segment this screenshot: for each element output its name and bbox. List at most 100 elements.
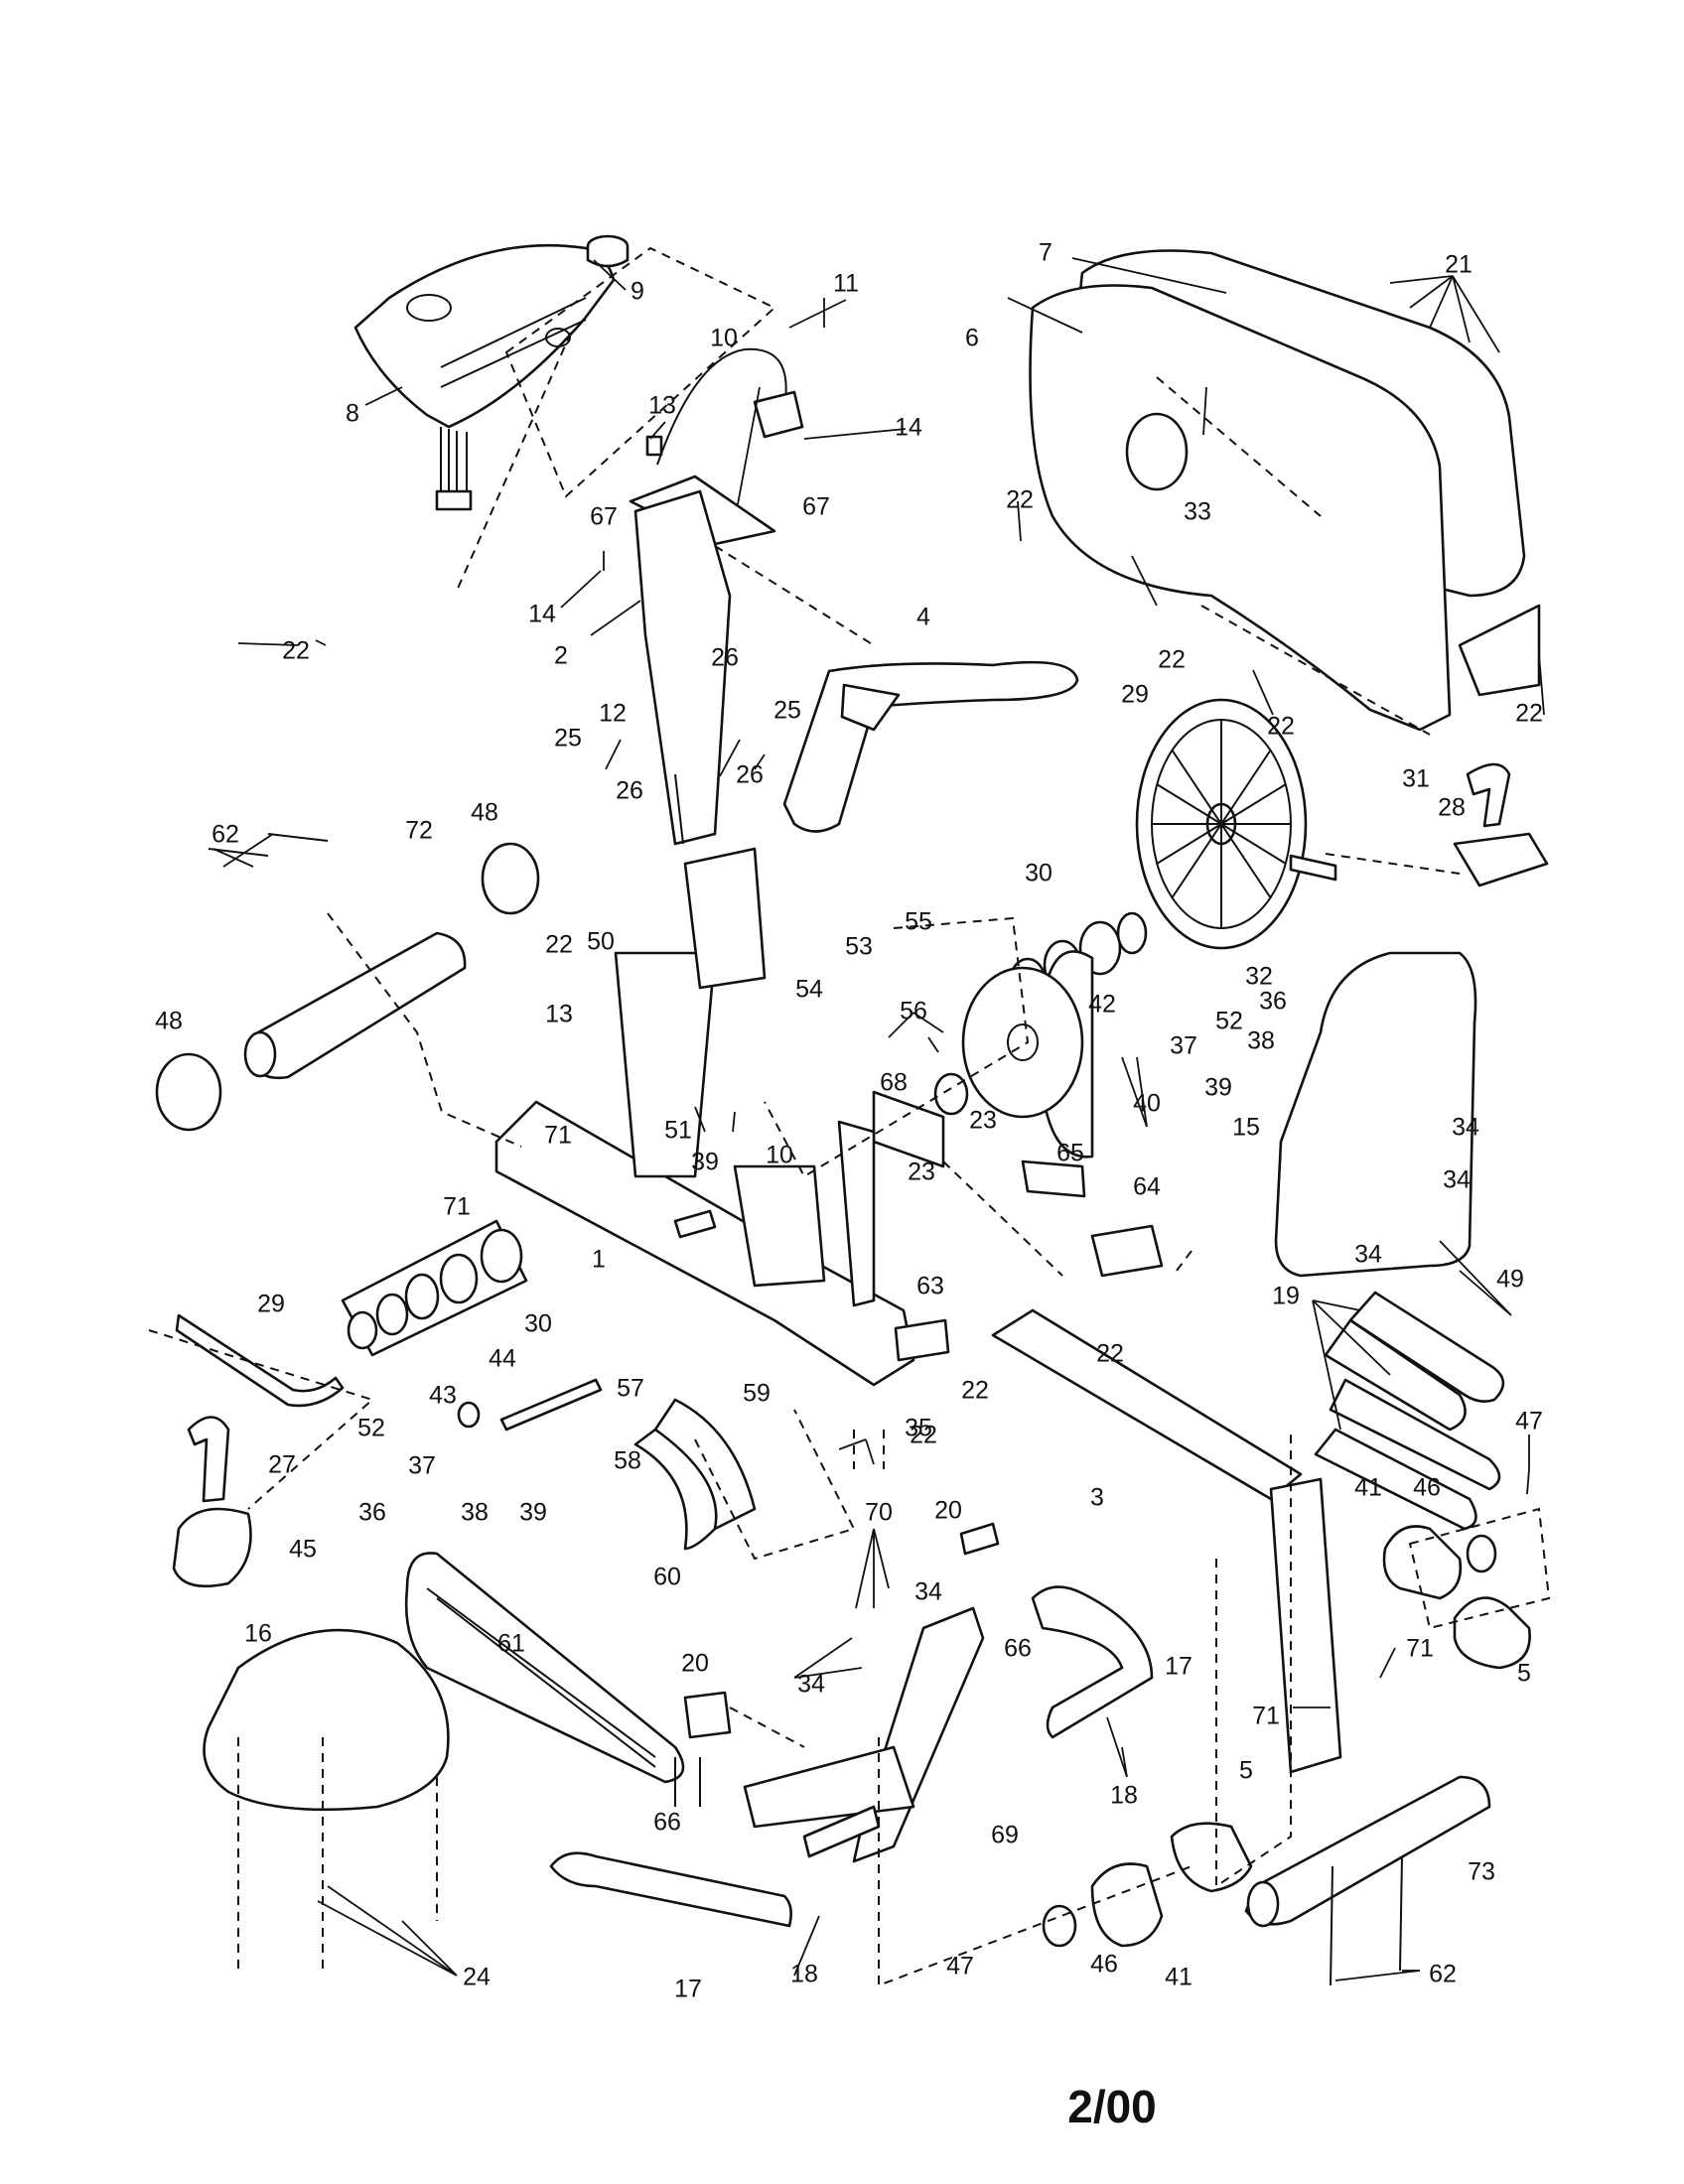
callout-22: 22 bbox=[1006, 486, 1034, 514]
callout-55: 55 bbox=[905, 908, 932, 936]
callout-26: 26 bbox=[736, 761, 764, 789]
callout-12: 12 bbox=[599, 700, 627, 728]
callout-13: 13 bbox=[648, 392, 676, 420]
callout-64: 64 bbox=[1133, 1173, 1161, 1201]
callout-44: 44 bbox=[489, 1345, 516, 1373]
callout-22: 22 bbox=[282, 637, 310, 665]
callout-10: 10 bbox=[710, 325, 738, 352]
callout-leader-lines bbox=[212, 257, 1545, 1981]
callout-49: 49 bbox=[1496, 1266, 1524, 1294]
callout-32: 32 bbox=[1245, 963, 1273, 991]
part-main-frame bbox=[494, 847, 945, 1387]
callout-34: 34 bbox=[1443, 1166, 1471, 1194]
callout-71: 71 bbox=[1406, 1635, 1434, 1663]
callout-40: 40 bbox=[1133, 1090, 1161, 1118]
callout-71: 71 bbox=[443, 1193, 471, 1221]
part-axle bbox=[499, 1378, 603, 1432]
callout-22: 22 bbox=[1158, 646, 1186, 674]
callout-35: 35 bbox=[905, 1415, 932, 1442]
callout-13: 13 bbox=[545, 1001, 573, 1028]
callout-61: 61 bbox=[497, 1630, 525, 1658]
callout-5: 5 bbox=[1239, 1757, 1253, 1785]
part-right-pedal bbox=[1453, 762, 1549, 887]
part-rear-frame bbox=[991, 1308, 1342, 1774]
callout-34: 34 bbox=[1354, 1241, 1382, 1269]
callout-25: 25 bbox=[773, 697, 801, 725]
callout-23: 23 bbox=[908, 1159, 935, 1186]
part-flywheel bbox=[1135, 698, 1337, 950]
callout-5: 5 bbox=[1517, 1660, 1531, 1688]
part-bearing-set-left bbox=[341, 1219, 528, 1357]
callout-18: 18 bbox=[1110, 1782, 1138, 1810]
part-console-housing bbox=[353, 243, 616, 511]
callout-22: 22 bbox=[961, 1377, 989, 1405]
callout-labels: 1 2 3 4 5 5 6 7 8 9 10 10 11 12 13 13 14… bbox=[155, 239, 1543, 2003]
callout-33: 33 bbox=[1184, 498, 1211, 526]
callout-28: 28 bbox=[1438, 794, 1466, 822]
callout-63: 63 bbox=[916, 1273, 944, 1300]
part-backrest bbox=[1274, 951, 1477, 1278]
callout-26: 26 bbox=[711, 644, 739, 672]
callout-52: 52 bbox=[357, 1415, 385, 1442]
callout-30: 30 bbox=[1025, 860, 1052, 887]
part-seat bbox=[203, 1628, 450, 1812]
callout-45: 45 bbox=[289, 1536, 317, 1564]
part-nut bbox=[457, 1401, 481, 1429]
callout-47: 47 bbox=[946, 1953, 974, 1980]
callout-57: 57 bbox=[617, 1375, 644, 1403]
callout-22: 22 bbox=[1267, 713, 1295, 741]
callout-50: 50 bbox=[587, 928, 615, 956]
callout-31: 31 bbox=[1402, 765, 1430, 793]
assembly-guide-lines bbox=[148, 246, 1551, 1987]
callout-17: 17 bbox=[1165, 1653, 1193, 1681]
callout-48: 48 bbox=[155, 1008, 183, 1035]
part-small-pulley bbox=[933, 1072, 969, 1116]
callout-53: 53 bbox=[845, 933, 873, 961]
callout-66: 66 bbox=[653, 1809, 681, 1837]
callout-16: 16 bbox=[244, 1620, 272, 1648]
callout-38: 38 bbox=[1247, 1027, 1275, 1055]
part-inner-shroud bbox=[1029, 284, 1541, 732]
callout-34: 34 bbox=[1452, 1114, 1479, 1142]
callout-65: 65 bbox=[1056, 1140, 1084, 1167]
callout-29: 29 bbox=[1121, 681, 1149, 709]
callout-36: 36 bbox=[1259, 988, 1287, 1016]
callout-70: 70 bbox=[865, 1499, 893, 1527]
callout-1: 1 bbox=[592, 1246, 606, 1274]
part-seat-tube bbox=[243, 931, 467, 1080]
callout-34: 34 bbox=[797, 1671, 825, 1699]
date-stamp: 2/00 bbox=[1067, 2081, 1157, 2132]
callout-27: 27 bbox=[268, 1451, 296, 1479]
part-rear-wheel-left bbox=[1042, 1822, 1253, 1948]
callout-38: 38 bbox=[461, 1499, 489, 1527]
callout-43: 43 bbox=[429, 1382, 457, 1410]
callout-66: 66 bbox=[1004, 1635, 1032, 1663]
callout-14: 14 bbox=[895, 414, 922, 442]
callout-8: 8 bbox=[346, 400, 359, 428]
callout-46: 46 bbox=[1413, 1474, 1441, 1502]
part-rear-stabilizer bbox=[1244, 1775, 1491, 1928]
callout-29: 29 bbox=[257, 1291, 285, 1318]
callout-37: 37 bbox=[1170, 1032, 1197, 1060]
part-left-pedal bbox=[172, 1416, 252, 1588]
part-rear-wheel-right bbox=[1382, 1525, 1531, 1670]
callout-18: 18 bbox=[790, 1961, 818, 1988]
callout-11: 11 bbox=[833, 270, 859, 298]
callout-3: 3 bbox=[1090, 1484, 1104, 1512]
callout-41: 41 bbox=[1354, 1474, 1382, 1502]
part-end-caps bbox=[155, 842, 540, 1132]
callout-71: 71 bbox=[544, 1122, 572, 1150]
callout-42: 42 bbox=[1088, 991, 1116, 1019]
callout-24: 24 bbox=[463, 1964, 491, 1991]
callout-25: 25 bbox=[554, 725, 582, 752]
part-drive-belt bbox=[404, 1552, 685, 1784]
callout-6: 6 bbox=[965, 325, 979, 352]
part-side-handles bbox=[549, 1585, 1154, 1928]
callout-37: 37 bbox=[408, 1452, 436, 1480]
callout-2: 2 bbox=[554, 642, 568, 670]
part-stabilizer-caps bbox=[683, 1522, 1000, 1739]
callout-22: 22 bbox=[545, 931, 573, 959]
part-upright bbox=[629, 475, 776, 846]
callout-21: 21 bbox=[1445, 251, 1473, 279]
